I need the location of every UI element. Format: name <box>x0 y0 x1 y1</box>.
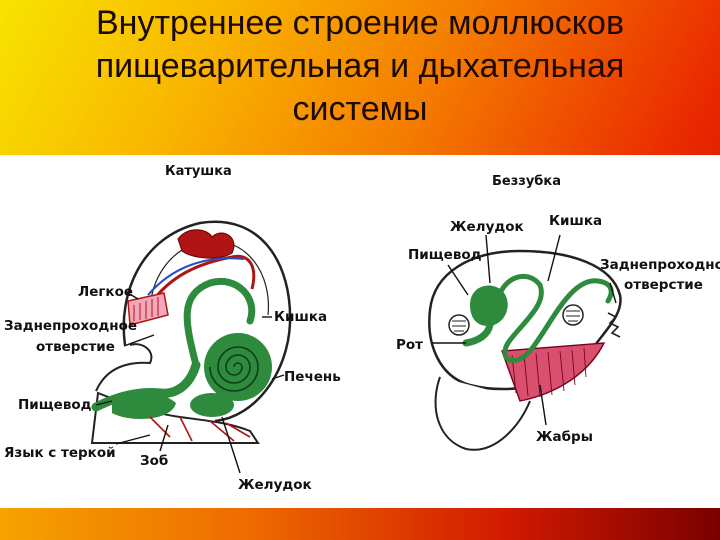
clam-label-anus-2: отверстие <box>624 277 703 293</box>
clam-label-intestine: Кишка <box>549 213 602 229</box>
snail-crop <box>112 393 176 419</box>
snail-label-esophagus: Пищевод <box>18 397 92 413</box>
snail-label-liver: Печень <box>284 369 341 385</box>
clam-label-gills: Жабры <box>536 429 593 445</box>
snail-intestine-tube <box>183 278 256 369</box>
snail-figure <box>90 220 292 474</box>
snail-label-anus-2: отверстие <box>36 339 115 355</box>
snail-label-anus-1: Заднепроходное <box>4 318 137 334</box>
clam-palp-right <box>562 304 584 326</box>
snail-label-crop: Зоб <box>140 453 168 469</box>
clam-palp-left-lines <box>452 320 466 332</box>
clam-label-anus-1: Заднепроходное <box>600 257 720 273</box>
clam-label-stomach: Желудок <box>450 219 524 235</box>
clam-palp-right-lines <box>566 310 580 322</box>
snail-blood-vessel-blue <box>147 257 245 296</box>
snail-liver <box>204 333 272 401</box>
anatomy-figure: Катушка Легкое Заднепроходное отверстие … <box>4 164 720 493</box>
snail-label-intestine: Кишка <box>274 309 327 325</box>
snail-label-lung: Легкое <box>78 284 133 300</box>
snail-title: Катушка <box>165 164 232 179</box>
clam-esophagus-tube <box>462 321 494 347</box>
snail-stomach <box>190 393 234 417</box>
snail-head <box>95 343 153 392</box>
footer-bar <box>0 508 720 540</box>
snail-lung-top <box>177 229 235 259</box>
clam-figure <box>428 234 622 451</box>
slide-title-line-3: системы <box>292 90 428 128</box>
clam-foot <box>434 376 531 451</box>
slide-title: Внутреннее строение моллюсков пищеварите… <box>0 2 720 131</box>
clam-label-mouth: Рот <box>396 337 423 353</box>
slide-title-line-2: пищеварительная и дыхательная <box>95 47 625 85</box>
diagram-panel: Катушка Легкое Заднепроходное отверстие … <box>0 155 720 508</box>
clam-title: Беззубка <box>492 174 561 189</box>
clam-gill-lamellae <box>511 347 587 398</box>
snail-foot-vessels <box>149 416 251 442</box>
snail-lung-lamellae <box>133 297 159 321</box>
clam-label-esophagus: Пищевод <box>408 247 482 263</box>
slide-title-line-1: Внутреннее строение моллюсков <box>95 4 625 42</box>
clam-gills <box>501 342 606 402</box>
snail-label-tongue: Язык с теркой <box>4 445 116 461</box>
snail-label-stomach: Желудок <box>238 477 312 493</box>
snail-esophagus-tube <box>91 360 201 412</box>
snail-liver-spiral <box>209 346 259 392</box>
clam-siphon <box>607 312 621 338</box>
clam-palp-left <box>448 314 470 336</box>
clam-intestine-tube <box>493 273 614 364</box>
